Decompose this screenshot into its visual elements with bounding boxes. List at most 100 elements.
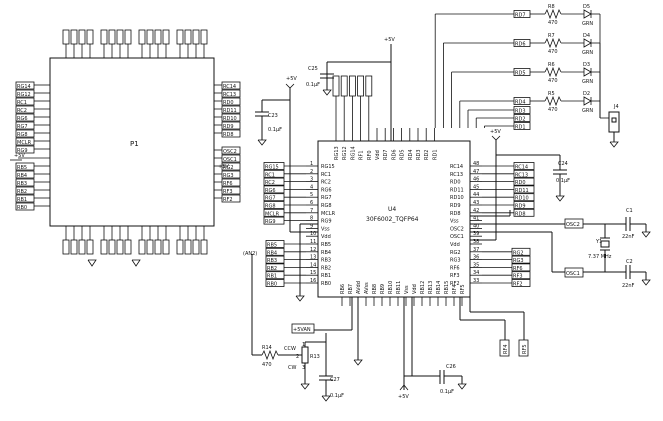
u4-right-pin-num: 43 xyxy=(473,200,479,206)
u4-left-net-flag-label: RC1 xyxy=(265,172,275,178)
rf4-flag xyxy=(499,339,510,357)
u4-right-pin-name: RC14 xyxy=(450,164,463,170)
u4-bottom-pin-name: RB9 xyxy=(380,284,386,294)
p1-bottom-pin-flag xyxy=(116,239,124,255)
p1-top-pin-flag xyxy=(70,29,78,45)
p1-left-flag-label: RC2 xyxy=(17,108,27,114)
u4-left-pin-name: RB1 xyxy=(321,273,331,279)
p1-left-flag-label: RG8 xyxy=(17,132,28,138)
p1-left-lower-flag xyxy=(15,186,35,195)
p1-right-lower-flag xyxy=(221,146,241,155)
p1-right-labels: RC14RC13RD0RD11RD10RD9RD8OSC2OSC1RG2RG3R… xyxy=(214,81,241,203)
p1-bottom-pin-flag xyxy=(100,239,108,255)
u4-top-pin-name: RF1 xyxy=(359,150,365,160)
c26-ref: C26 xyxy=(446,364,456,370)
u4-left-net-flag-label: RB0 xyxy=(267,282,277,288)
u4-left-net-flag xyxy=(265,247,285,256)
u4-top-pin-name: RD4 xyxy=(408,149,414,160)
p1-right-flag xyxy=(221,121,241,130)
led-resistor-value: 470 xyxy=(548,20,558,26)
p1-right-flag-label: RD11 xyxy=(223,108,237,114)
u4-left-net-flag xyxy=(263,208,285,217)
led-diode xyxy=(583,67,592,77)
pot-pin2: 2 xyxy=(296,354,299,360)
p1-bottom-pin-flag xyxy=(154,239,162,255)
u4-left-pin-num: 16 xyxy=(310,278,316,284)
u4-right-net-flag xyxy=(513,169,535,178)
u4-left-pin-name: RB3 xyxy=(321,258,331,264)
u4-right-pin-num: 39 xyxy=(473,231,479,237)
u4-left-pin-num: 14 xyxy=(310,262,316,268)
u4-left-pin-num: 3 xyxy=(310,177,313,183)
u4-top-pin-name: RF0 xyxy=(367,150,373,160)
p1-left-flag xyxy=(15,81,35,90)
u4-left-net-flag-label: RG15 xyxy=(265,165,279,171)
p1-bottom-pin-flag xyxy=(138,239,146,255)
u4-bottom-pin-name: Vss xyxy=(404,285,410,294)
pot-ccw: CCW xyxy=(284,346,296,352)
p1-top-pin-flag xyxy=(100,29,108,45)
u4-right-pin-num: 42 xyxy=(473,208,479,214)
p1-top-pin-flag xyxy=(176,29,184,45)
p1-bottom-pin-flag xyxy=(146,239,154,255)
p1-left-lower-flag xyxy=(15,202,35,211)
u4-left-net-flag-label: RB1 xyxy=(267,274,277,280)
p1-right-flag xyxy=(221,89,241,98)
led-color: GRN xyxy=(582,79,593,85)
rd-net-flag xyxy=(513,114,531,122)
u4-right-pin-name: RD11 xyxy=(450,187,464,193)
led-ref: D4 xyxy=(583,33,590,39)
p1-connector: P1 RG14RG12RC1RC2RG6RG7RG8MCLRRG9RB5RB4R… xyxy=(10,29,241,267)
u4-bottom-pin-name: RB14 xyxy=(436,281,442,294)
c24-ref: C24 xyxy=(558,161,568,167)
u4-right-pin-num: 37 xyxy=(473,247,479,253)
u4-right-net-flag xyxy=(513,177,535,186)
u4-left-net-flag xyxy=(265,255,285,264)
u4-bottom-pin-name: RB13 xyxy=(428,281,434,294)
u4-right-lower-flag xyxy=(511,247,531,256)
c1-value: 22nF xyxy=(622,234,635,240)
p1-ground-symbols xyxy=(87,259,141,267)
p1-left-flag-label: RG7 xyxy=(17,124,28,130)
u4-right-pin-name: RG3 xyxy=(450,258,461,264)
u4-left-net-flag-label: MCLR xyxy=(265,211,280,217)
led-ref: D2 xyxy=(583,91,590,97)
p1-right-flag-label: RD10 xyxy=(223,116,237,122)
u4-right-pin-name: Vss xyxy=(450,219,459,225)
u4-top-pin-name: RD3 xyxy=(416,149,422,160)
u4-top-pin-name: RD7 xyxy=(383,149,389,160)
u4-left-pin-num: 12 xyxy=(310,247,316,253)
p1-bottom-pin-flag xyxy=(86,239,94,255)
y1-ref: Y1 xyxy=(595,239,602,245)
rf4-rf5-flags: RF4 RF5 xyxy=(459,297,529,357)
u4-left-pin-name: RC1 xyxy=(321,172,331,178)
led-resistor-ref: R6 xyxy=(548,62,555,68)
p1-right-lower-flag-label: OSC1 xyxy=(223,157,237,163)
pot-pin3: 3 xyxy=(302,365,305,371)
u4-left-net-flag xyxy=(263,162,285,170)
u4-left-net-flag xyxy=(263,193,285,202)
u4-right-pin-name: OSC2 xyxy=(450,226,464,232)
p1-top-pin-flag xyxy=(138,29,146,45)
u4-right-pin-name: RD9 xyxy=(450,203,461,209)
p1-top-pin-flag xyxy=(116,29,124,45)
u4-right-net-flag-label: RC14 xyxy=(515,165,528,171)
u4-left-pin-name: MCLR xyxy=(321,211,336,217)
p1-left-lower-flag xyxy=(15,162,35,171)
u4-bottom-pin-name: RB8 xyxy=(372,284,378,294)
p1-ref: P1 xyxy=(130,140,139,148)
p1-top-pin-flag xyxy=(62,29,70,45)
u4-vdd-top-label: +5V xyxy=(384,37,395,43)
c26-capacitor: +5V C26 0.1µF xyxy=(398,297,467,400)
rd-net-flag-label: RD2 xyxy=(515,117,526,123)
u4-top-net-flag xyxy=(348,75,356,97)
led-diode xyxy=(583,38,592,48)
u4-bottom-pin-name: RB15 xyxy=(444,281,450,294)
c2-value: 22nF xyxy=(622,283,635,289)
u4-part: 30F6002_TQFP64 xyxy=(366,216,419,223)
p1-top-pin-flag xyxy=(192,29,200,45)
p1-top-pin-flag xyxy=(146,29,154,45)
c1-ref: C1 xyxy=(626,208,633,214)
